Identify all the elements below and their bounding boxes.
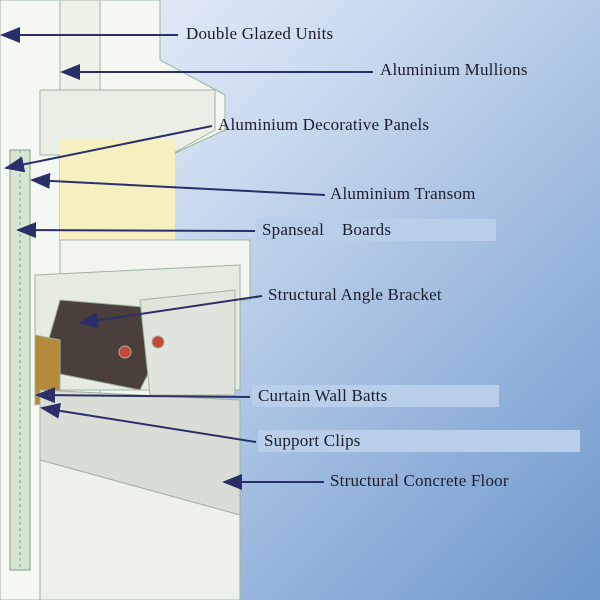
arrow-angle-bracket (78, 295, 263, 329)
label-support-clips: Support Clips (258, 430, 580, 452)
leader-arrows (0, 27, 373, 490)
label-aluminium-decorative-panels: Aluminium Decorative Panels (218, 115, 430, 134)
label-structural-concrete-floor: Structural Concrete Floor (330, 471, 509, 490)
decorative-panel (60, 140, 175, 250)
arrow-spanseal-boards (16, 222, 256, 239)
label-spanseal-boards: Spanseal Boards (256, 219, 496, 241)
building-illustration (0, 0, 251, 600)
label-aluminium-transom: Aluminium Transom (330, 184, 476, 203)
label-structural-angle-bracket: Structural Angle Bracket (268, 285, 442, 304)
arrow-aluminium-transom (30, 172, 326, 196)
arrow-support-clips (40, 402, 257, 443)
arrow-curtain-wall-batts (35, 387, 251, 404)
label-double-glazed-units: Double Glazed Units (186, 24, 334, 43)
arrow-decorative-panels (4, 125, 213, 173)
label-curtain-wall-batts: Curtain Wall Batts (252, 385, 499, 407)
label-aluminium-mullions: Aluminium Mullions (380, 60, 528, 79)
